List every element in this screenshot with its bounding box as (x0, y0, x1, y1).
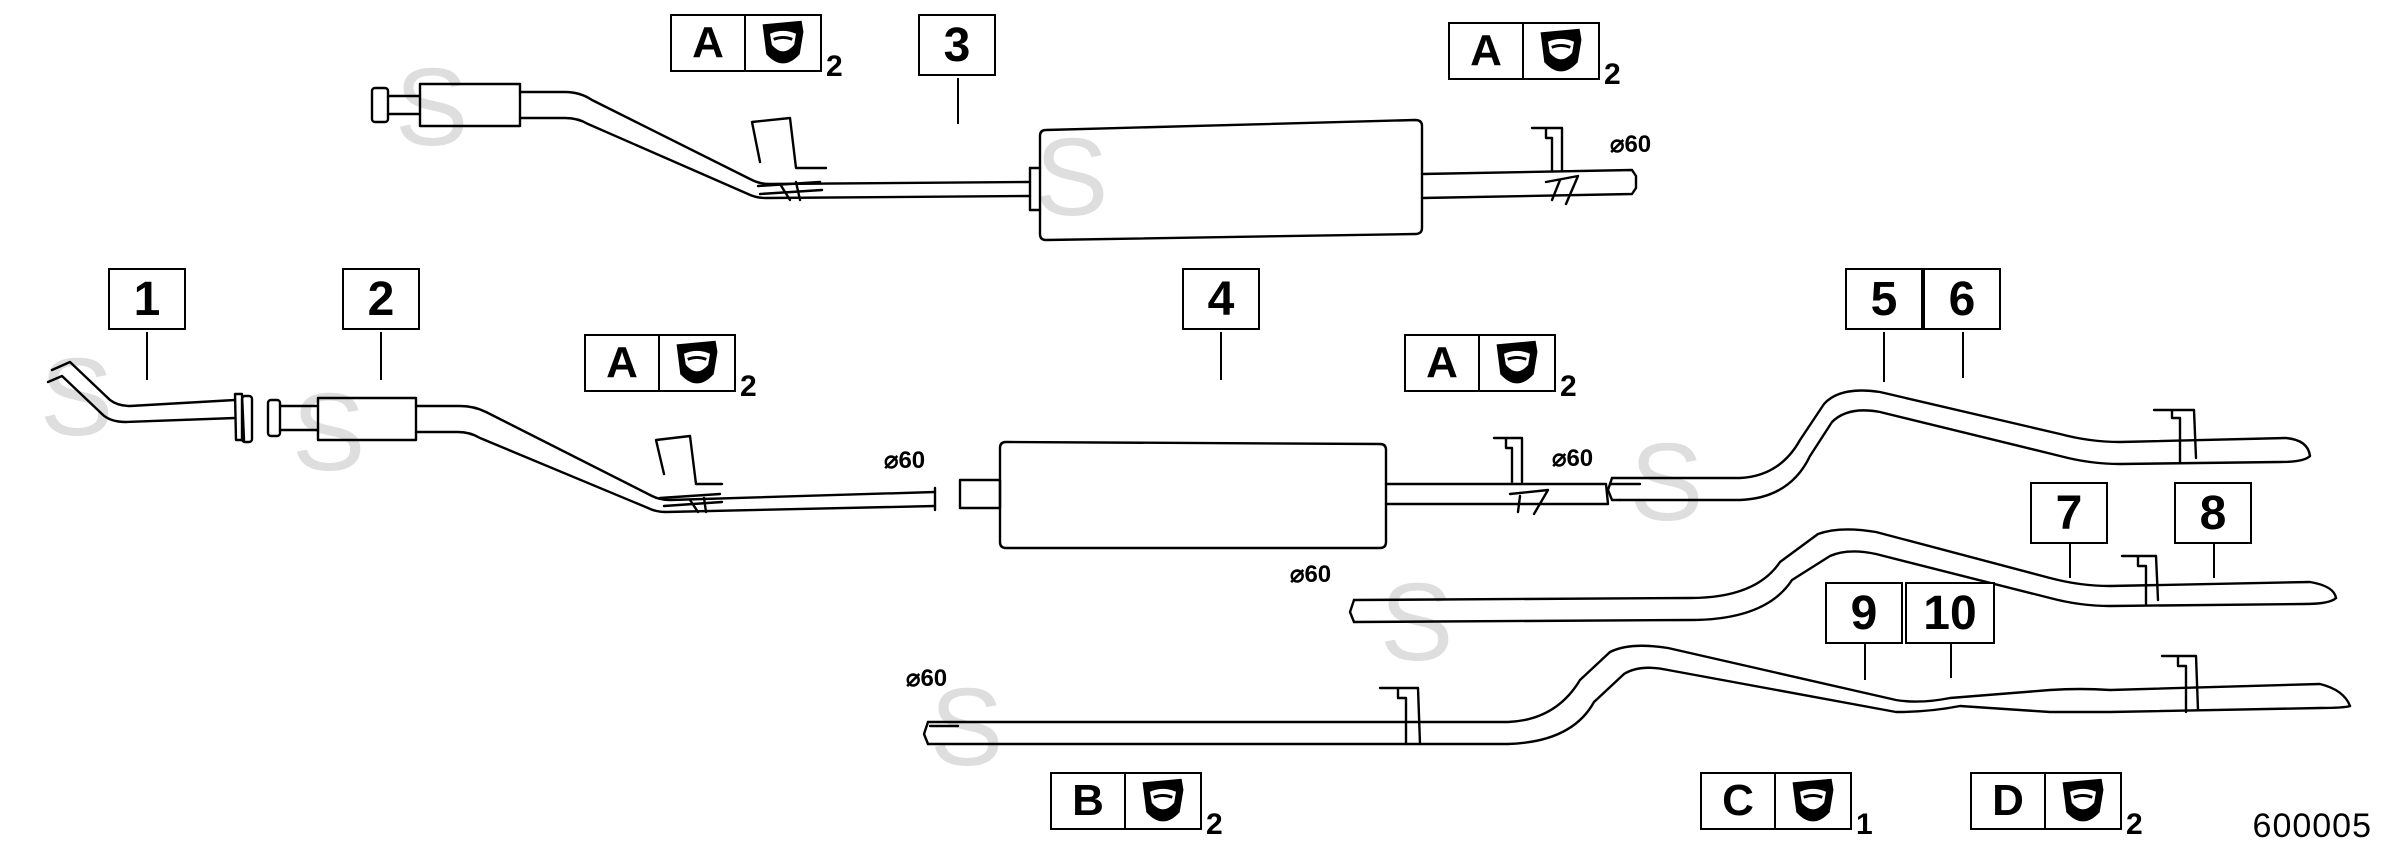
clamp-badge-a-top-right: A 2 (1448, 22, 1621, 90)
badge-letter: B (1050, 772, 1126, 830)
exhaust-clamp-icon (746, 14, 822, 72)
exhaust-clamp-icon (1776, 772, 1852, 830)
callout-part-9: 9 (1825, 582, 1903, 644)
leader-line-10 (1950, 644, 1952, 678)
leader-line-9 (1864, 644, 1866, 680)
svg-text:S: S (1035, 116, 1108, 239)
badge-letter: A (670, 14, 746, 72)
callout-part-4: 4 (1182, 268, 1260, 330)
leader-line-5 (1883, 332, 1885, 382)
exhaust-clamp-icon (660, 334, 736, 392)
clamp-badge-a-top-left: A 2 (670, 14, 843, 82)
diameter-label: ⌀60 (1290, 561, 1332, 588)
part-9-10-tail-pipe (922, 644, 2352, 746)
diameter-label: ⌀60 (884, 447, 926, 474)
badge-quantity: 2 (740, 370, 757, 403)
badge-quantity: 2 (1206, 808, 1223, 841)
part-2-intermediate-pipe (266, 396, 937, 514)
leader-line-3 (957, 78, 959, 124)
pipe-linework (46, 82, 2352, 746)
part-7-8-tail-pipe (1348, 528, 2338, 624)
callout-part-1: 1 (108, 268, 186, 330)
exhaust-clamp-icon (1524, 22, 1600, 80)
diameter-label: ⌀60 (906, 665, 948, 692)
callout-part-10: 10 (1905, 582, 1995, 644)
leader-line-2 (380, 332, 382, 380)
leader-line-8 (2213, 544, 2215, 578)
leader-line-6 (1962, 332, 1964, 378)
clamp-badge-c: C 1 (1700, 772, 1873, 840)
svg-text:S: S (292, 371, 365, 494)
svg-text:S: S (395, 46, 468, 169)
diameter-label: ⌀60 (1610, 131, 1652, 158)
diameter-label: ⌀60 (1552, 445, 1594, 472)
callout-part-7: 7 (2030, 482, 2108, 544)
clamp-badge-a-middle-left: A 2 (584, 334, 757, 402)
exhaust-clamp-icon (1126, 772, 1202, 830)
badge-quantity: 2 (1560, 370, 1577, 403)
clamp-badge-a-middle-right: A 2 (1404, 334, 1577, 402)
callout-part-3: 3 (918, 14, 996, 76)
svg-text:S: S (930, 666, 1003, 789)
badge-letter: D (1970, 772, 2046, 830)
badge-letter: A (1404, 334, 1480, 392)
watermark-s-marks: S S S S S S S (40, 46, 1703, 789)
callout-part-8: 8 (2174, 482, 2252, 544)
badge-quantity: 2 (826, 50, 843, 83)
badge-letter: A (1448, 22, 1524, 80)
part-4-center-silencer (958, 436, 1610, 550)
svg-text:S: S (1630, 421, 1703, 544)
badge-quantity: 1 (1856, 808, 1873, 841)
svg-text:S: S (40, 336, 113, 459)
document-number: 600005 (2252, 807, 2372, 845)
clamp-badge-d: D 2 (1970, 772, 2143, 840)
leader-line-7 (2069, 544, 2071, 578)
exhaust-clamp-icon (1480, 334, 1556, 392)
badge-quantity: 2 (1604, 58, 1621, 91)
badge-letter: A (584, 334, 660, 392)
badge-quantity: 2 (2126, 808, 2143, 841)
leader-line-1 (146, 332, 148, 380)
callout-part-5: 5 (1845, 268, 1923, 330)
callout-part-2: 2 (342, 268, 420, 330)
part-5-6-tail-pipe (1606, 389, 2312, 502)
part-1-downpipe (46, 360, 254, 444)
part-3-front-pipe-silencer (370, 82, 1638, 242)
badge-letter: C (1700, 772, 1776, 830)
leader-line-4 (1220, 332, 1222, 380)
clamp-badge-b: B 2 (1050, 772, 1223, 840)
exhaust-clamp-icon (2046, 772, 2122, 830)
callout-part-6: 6 (1923, 268, 2001, 330)
